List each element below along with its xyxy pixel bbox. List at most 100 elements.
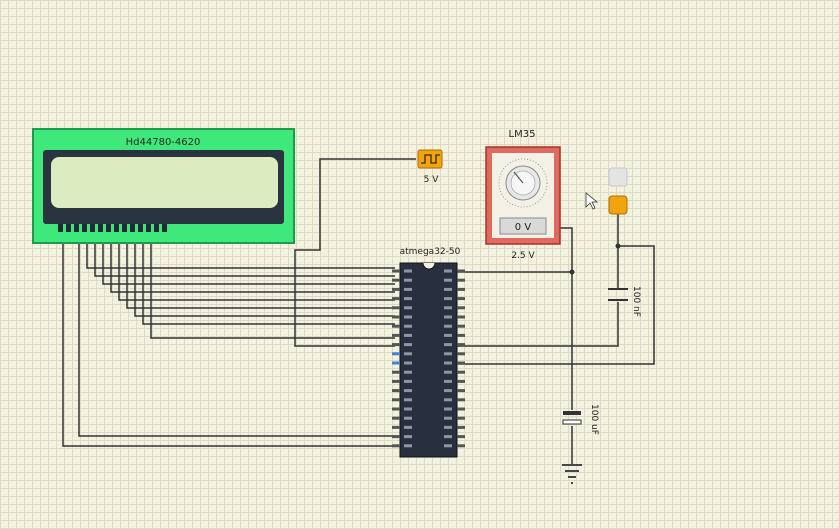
mcu-pin-marking <box>404 315 412 319</box>
lcd-pin <box>114 224 119 232</box>
lm35-label: LM35 <box>509 129 536 140</box>
wire-lcd-vss <box>62 231 395 447</box>
wire-lcd-pin-9 <box>126 231 395 309</box>
lcd-pin <box>90 224 95 232</box>
mcu-pin <box>392 425 400 429</box>
mcu-pin-marking <box>444 352 452 356</box>
mcu-pin-marking <box>444 389 452 393</box>
mcu-pin-marking <box>444 370 452 374</box>
ground-icon[interactable] <box>562 464 582 484</box>
mcu-notch <box>422 262 436 270</box>
mcu-pin-marking <box>444 444 452 448</box>
potentiometer-knob-icon[interactable] <box>498 158 548 208</box>
mcu-pin-marking <box>404 269 412 273</box>
mcu-pin <box>457 389 465 393</box>
wire-cap-small-down <box>457 302 619 347</box>
lcd-pin <box>122 224 127 232</box>
mcu-pin <box>457 333 465 337</box>
mcu-pin-marking <box>444 333 452 337</box>
mcu-pin <box>457 315 465 319</box>
lcd-pin <box>66 224 71 232</box>
mcu-pin-marking <box>444 287 452 291</box>
mcu-pin-marking <box>404 379 412 383</box>
mcu-body <box>399 262 458 458</box>
mcu-pin-marking <box>444 269 452 273</box>
junction-dot <box>615 243 621 249</box>
mcu-pin-marking <box>404 370 412 374</box>
lcd-pin <box>162 224 167 232</box>
wire-probe-to-mcu-avcc <box>457 245 655 365</box>
capacitor-100nf-label: 100 nF <box>631 286 641 317</box>
mcu-pin-marking <box>404 389 412 393</box>
mcu-pin <box>392 370 400 374</box>
lcd-pin <box>98 224 103 232</box>
mcu-pin-marking <box>404 398 412 402</box>
mcu-pin <box>457 324 465 328</box>
mcu-pin <box>457 435 465 439</box>
wire-lcd-pin-7 <box>110 231 395 293</box>
mcu-pin-marking <box>444 324 452 328</box>
mcu-pin <box>392 398 400 402</box>
mcu-atmega32[interactable]: atmega32-50 <box>392 247 465 458</box>
mcu-pin <box>457 370 465 374</box>
mcu-pin <box>457 269 465 273</box>
wire-lcd-pin-6 <box>102 231 395 285</box>
mcu-pin-marking <box>404 306 412 310</box>
mcu-pin-marking <box>404 278 412 282</box>
mouse-cursor-icon <box>585 192 599 210</box>
mcu-pin <box>457 407 465 411</box>
lm35-sensor[interactable]: LM35 0 V 2.5 V <box>485 129 561 261</box>
capacitor-100nf[interactable]: 100 nF <box>608 286 641 317</box>
lcd-pin <box>130 224 135 232</box>
mcu-pin <box>457 425 465 429</box>
mcu-pin <box>392 315 400 319</box>
probe-element[interactable] <box>608 167 628 215</box>
lcd-pin <box>106 224 111 232</box>
lcd-pins <box>58 224 167 232</box>
lcd-label: Hd44780-4620 <box>126 137 201 148</box>
mcu-pin <box>392 352 400 356</box>
mcu-pin-marking <box>444 416 452 420</box>
junctions <box>569 243 621 275</box>
clock-body <box>417 149 443 169</box>
lcd-pin <box>154 224 159 232</box>
clock-source[interactable]: 5 V <box>417 149 443 185</box>
lm35-below-label: 2.5 V <box>511 251 535 261</box>
mcu-pin-marking <box>404 361 412 365</box>
mcu-pin-marking <box>444 315 452 319</box>
mcu-pin-marking <box>444 361 452 365</box>
mcu-pin-marking <box>444 407 452 411</box>
lcd-pin <box>138 224 143 232</box>
lcd-module[interactable]: Hd44780-4620 <box>32 128 295 244</box>
mcu-pin-marking <box>404 352 412 356</box>
mcu-pin-marking <box>444 435 452 439</box>
mcu-pin <box>392 389 400 393</box>
wire-lcd-pin-11 <box>142 231 395 325</box>
mcu-pin <box>457 278 465 282</box>
lcd-pin <box>58 224 63 232</box>
capacitor-100uf-label: 100 uF <box>589 404 599 435</box>
probe-ghost <box>608 167 628 187</box>
wire-lcd-vdd <box>78 231 395 437</box>
mcu-pin <box>392 379 400 383</box>
capacitor-100uf[interactable]: 100 uF <box>562 404 599 435</box>
mcu-pin-marking <box>404 444 412 448</box>
mcu-pin <box>392 306 400 310</box>
mcu-pin-marking <box>404 324 412 328</box>
mcu-pin-marking <box>404 435 412 439</box>
mcu-pin-marking <box>444 297 452 301</box>
mcu-pin-marking <box>404 416 412 420</box>
mcu-pin <box>392 269 400 273</box>
clock-label: 5 V <box>424 175 440 185</box>
mcu-pin <box>392 407 400 411</box>
mcu-pin-marking <box>404 333 412 337</box>
mcu-pin <box>457 343 465 347</box>
mcu-pin <box>392 343 400 347</box>
mcu-pin-marking <box>444 425 452 429</box>
wire-clock-to-mcu <box>294 158 416 347</box>
mcu-pin-marking <box>444 379 452 383</box>
mcu-pin <box>392 297 400 301</box>
mcu-pin <box>457 352 465 356</box>
mcu-pin <box>457 287 465 291</box>
